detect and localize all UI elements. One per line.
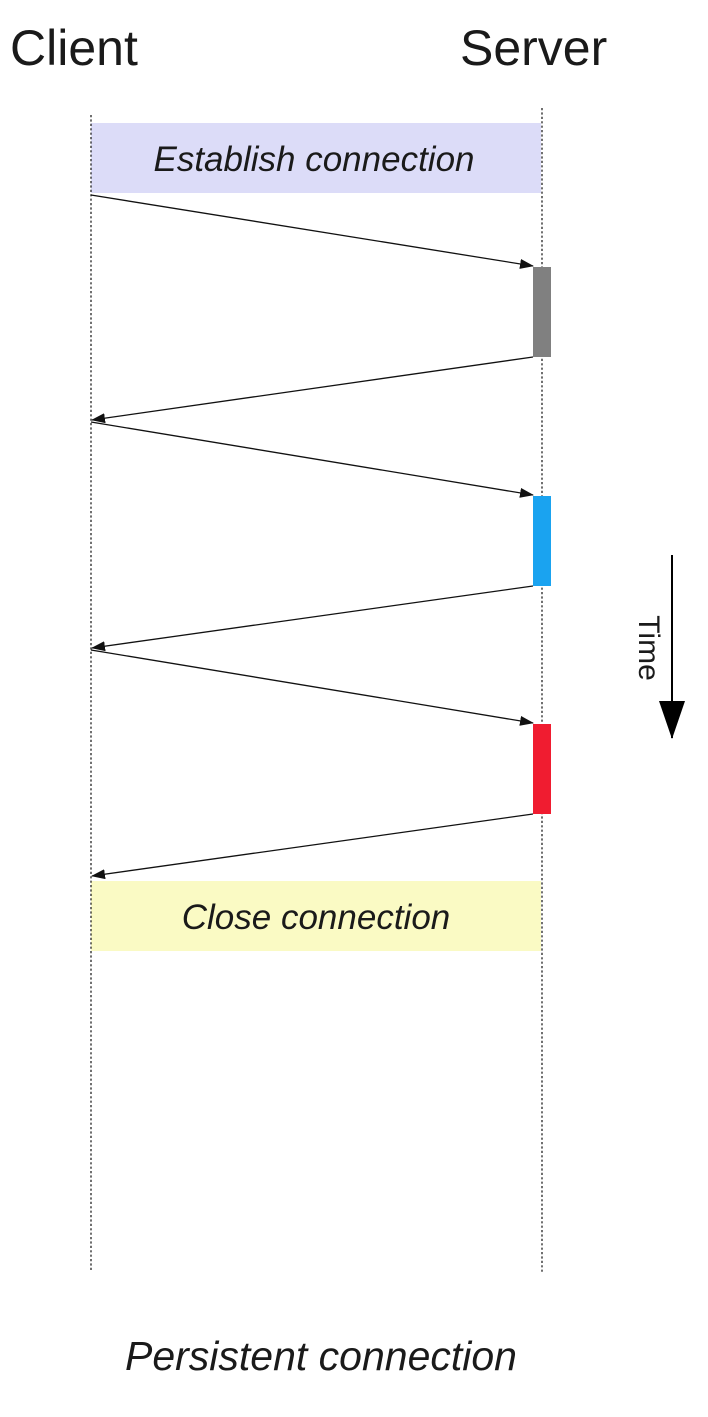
- close-connection-band: [91, 881, 541, 951]
- client-label: Client: [10, 20, 138, 76]
- response-arrow-2: [91, 585, 534, 652]
- request-arrow-3: [90, 649, 534, 726]
- establish-connection-band: [91, 123, 541, 193]
- response-arrow-1: [91, 356, 534, 424]
- time-label: Time: [632, 615, 665, 681]
- diagram-caption: Persistent connection: [125, 1333, 517, 1379]
- response-arrow-3: [91, 813, 534, 880]
- server-label: Server: [460, 20, 607, 76]
- establish-connection-label: Establish connection: [153, 140, 474, 179]
- request-arrow-2: [90, 421, 534, 498]
- processing-block-3: [533, 724, 551, 814]
- processing-block-1: [533, 267, 551, 357]
- request-arrow-1: [90, 194, 534, 269]
- close-connection-label: Close connection: [182, 898, 451, 937]
- processing-block-2: [533, 496, 551, 586]
